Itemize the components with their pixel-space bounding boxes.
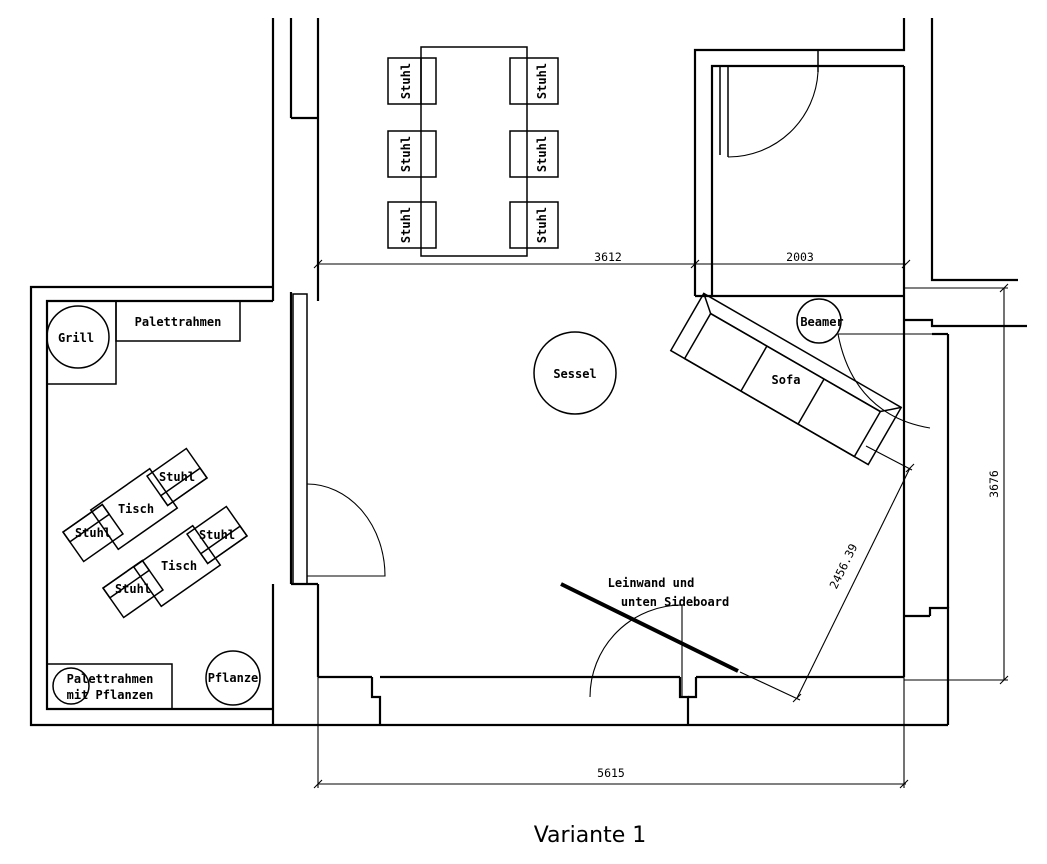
projector-beam [837,333,931,429]
svg-text:Palettrahmen: Palettrahmen [135,315,222,329]
chair: Stuhl [509,201,559,249]
svg-text:Tisch: Tisch [118,502,154,516]
chair: Stuhl [61,503,125,563]
svg-text:Stuhl: Stuhl [159,470,195,484]
svg-text:Pflanze: Pflanze [208,671,259,685]
dimension-top-right: 2003 [786,250,814,264]
svg-text:Sessel: Sessel [553,367,596,381]
pallet-planter: Palettrahmen mit Pflanzen [46,663,173,710]
svg-text:Leinwand und: Leinwand und [608,576,695,590]
svg-text:Stuhl: Stuhl [115,582,151,596]
screen-sideboard: Leinwand und unten Sideboard [560,576,739,673]
svg-text:Stuhl: Stuhl [535,207,549,243]
chair: Stuhl [145,447,209,507]
door-swing-bottom [589,604,683,698]
chair: Stuhl [185,505,249,565]
svg-text:Tisch: Tisch [161,559,197,573]
door-swing-left [306,483,386,577]
table: Tisch [132,524,222,608]
svg-text:Stuhl: Stuhl [199,528,235,542]
armchair: Sessel [533,331,617,415]
dimension-bottom: 5615 [597,766,625,780]
svg-text:Stuhl: Stuhl [399,136,413,172]
plant: Pflanze [205,650,261,706]
grill: Grill [46,300,117,385]
svg-text:unten Sideboard: unten Sideboard [621,595,729,609]
dimension-lines [313,259,1009,789]
walls [29,18,1027,727]
dimension-right-vertical: 3676 [987,470,1001,498]
svg-text:Grill: Grill [58,331,94,345]
svg-text:Stuhl: Stuhl [535,63,549,99]
svg-text:Palettrahmen: Palettrahmen [67,672,154,686]
chair: Stuhl [387,201,437,249]
pallet-frame: Palettrahmen [115,300,241,342]
dining-table [420,46,528,257]
svg-text:Stuhl: Stuhl [75,526,111,540]
svg-text:Beamer: Beamer [800,315,843,329]
dimension-top-left: 3612 [594,250,622,264]
sofa: Sofa [669,292,903,466]
projector: Beamer [796,298,932,344]
svg-text:Stuhl: Stuhl [399,207,413,243]
chair: Stuhl [387,57,437,105]
chair: Stuhl [509,57,559,105]
svg-text:mit Pflanzen: mit Pflanzen [67,688,154,702]
chair: Stuhl [387,130,437,178]
chair: Stuhl [101,559,165,619]
svg-text:Stuhl: Stuhl [399,63,413,99]
dimension-diagonal: 2456.39 [826,541,860,591]
svg-text:Stuhl: Stuhl [535,136,549,172]
table: Tisch [89,467,179,551]
caption: Variante 1 [534,823,647,848]
chair: Stuhl [509,130,559,178]
svg-text:Sofa: Sofa [772,373,801,387]
